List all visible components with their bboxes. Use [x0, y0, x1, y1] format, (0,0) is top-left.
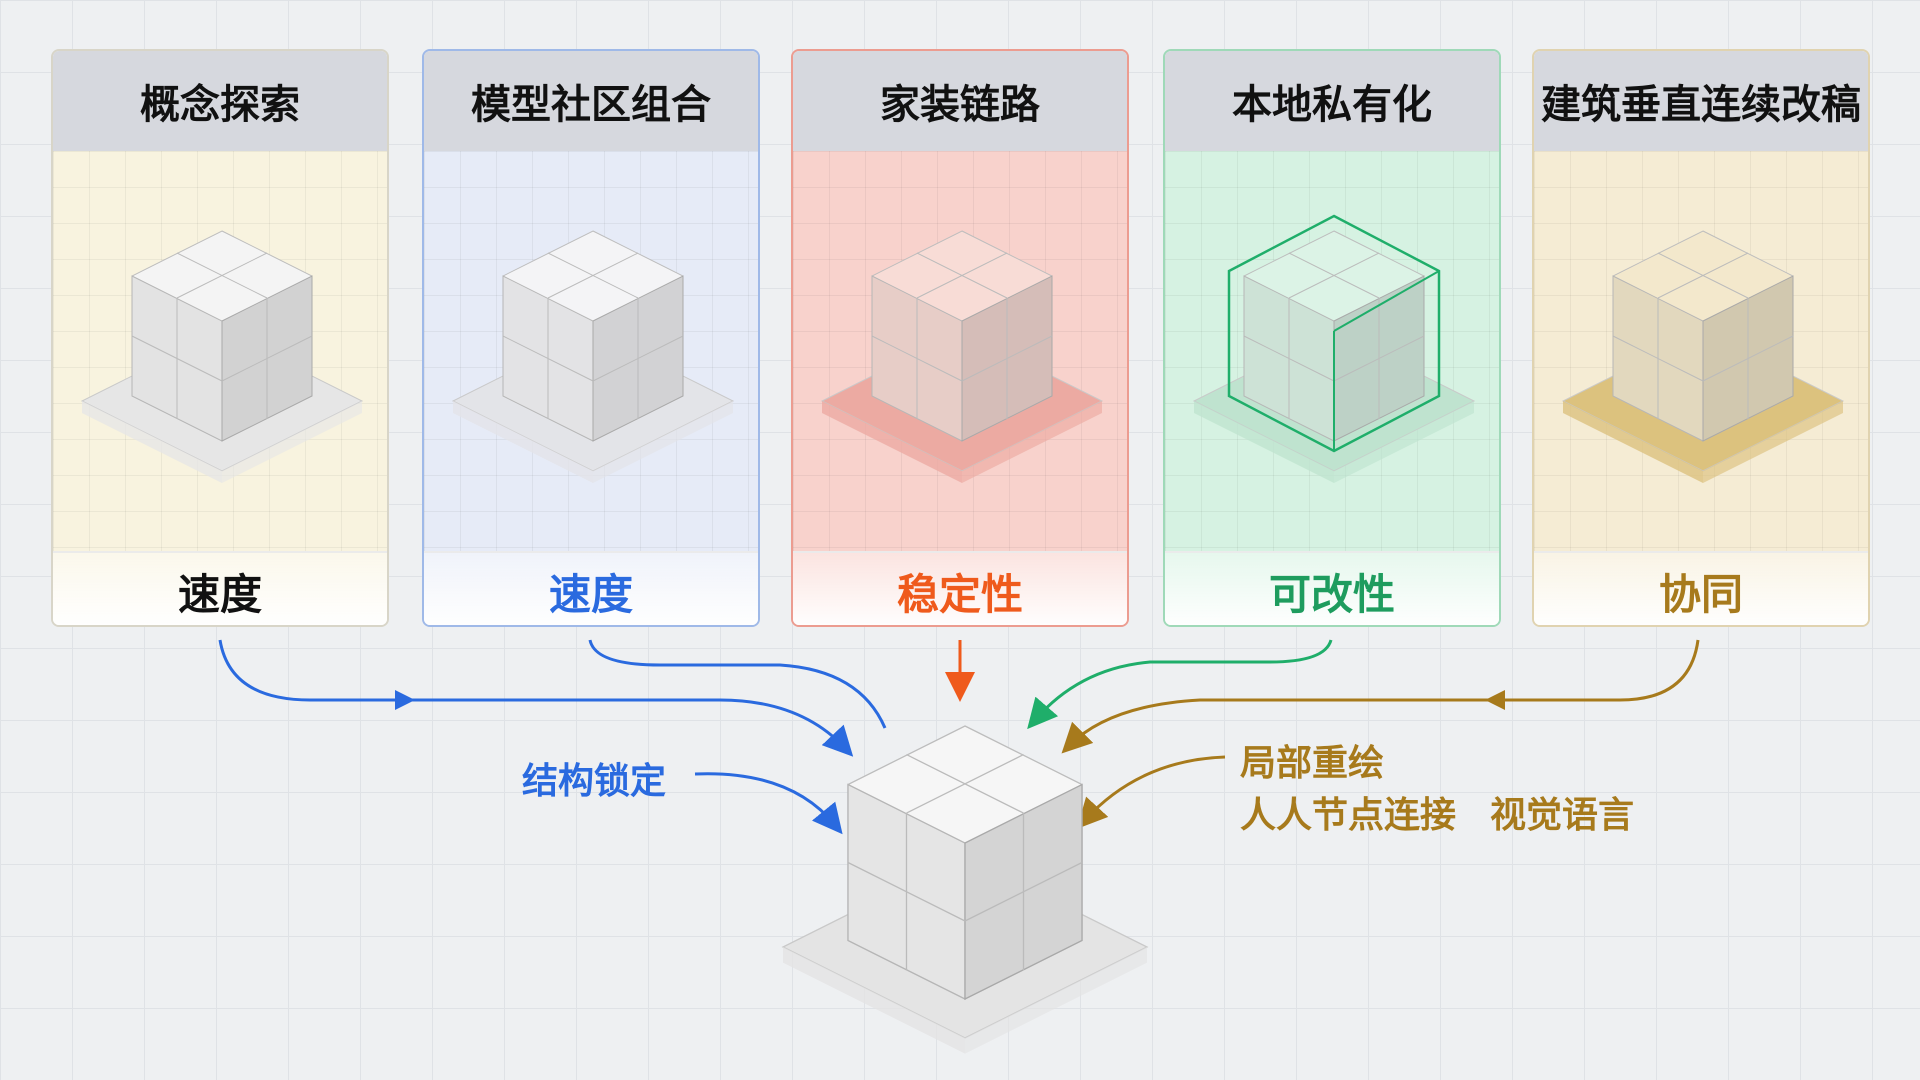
column-card-4: 本地私有化 可改性 [1163, 49, 1501, 627]
column-label: 速度 [53, 551, 387, 625]
arrow-col5-head [1485, 690, 1505, 710]
isometric-cube-icon [451, 230, 735, 483]
isometric-cube-icon [1192, 214, 1476, 483]
column-title: 概念探索 [53, 51, 387, 151]
column-label: 可改性 [1165, 551, 1499, 625]
arrow-col4 [1027, 639, 1333, 730]
label-local-redraw: 局部重绘 [1240, 743, 1385, 784]
column-illustration [424, 151, 758, 551]
central-model-cube [770, 700, 1160, 1068]
label-visual-language: 视觉语言 [1490, 795, 1635, 836]
column-title: 模型社区组合 [424, 51, 758, 151]
arrow-col1 [218, 639, 854, 757]
column-title: 本地私有化 [1165, 51, 1499, 151]
column-card-2: 模型社区组合 速度 [422, 49, 760, 627]
column-card-3: 家装链路 稳定性 [791, 49, 1129, 627]
column-illustration [793, 151, 1127, 551]
arrow-local-redraw [1076, 755, 1226, 829]
isometric-cube-icon [80, 230, 364, 483]
isometric-cube-icon [820, 230, 1104, 483]
column-title: 家装链路 [793, 51, 1127, 151]
column-label: 协同 [1534, 551, 1868, 625]
column-label: 速度 [424, 551, 758, 625]
column-label: 稳定性 [793, 551, 1127, 625]
isometric-cube-icon [781, 725, 1149, 1054]
arrow-col5 [1061, 639, 1700, 754]
label-node-connect: 人人节点连接 [1240, 795, 1457, 836]
column-illustration [1165, 151, 1499, 551]
column-card-5: 建筑垂直连续改稿 协同 [1532, 49, 1870, 627]
column-illustration [1534, 151, 1868, 551]
arrow-structure-lock [694, 772, 843, 835]
label-structure-lock: 结构锁定 [522, 761, 667, 802]
column-title: 建筑垂直连续改稿 [1534, 51, 1868, 151]
column-card-1: 概念探索 速度 [51, 49, 389, 627]
isometric-cube-icon [1561, 230, 1845, 483]
arrow-col2 [588, 639, 887, 729]
arrow-mid-head [395, 690, 415, 710]
column-illustration [53, 151, 387, 551]
